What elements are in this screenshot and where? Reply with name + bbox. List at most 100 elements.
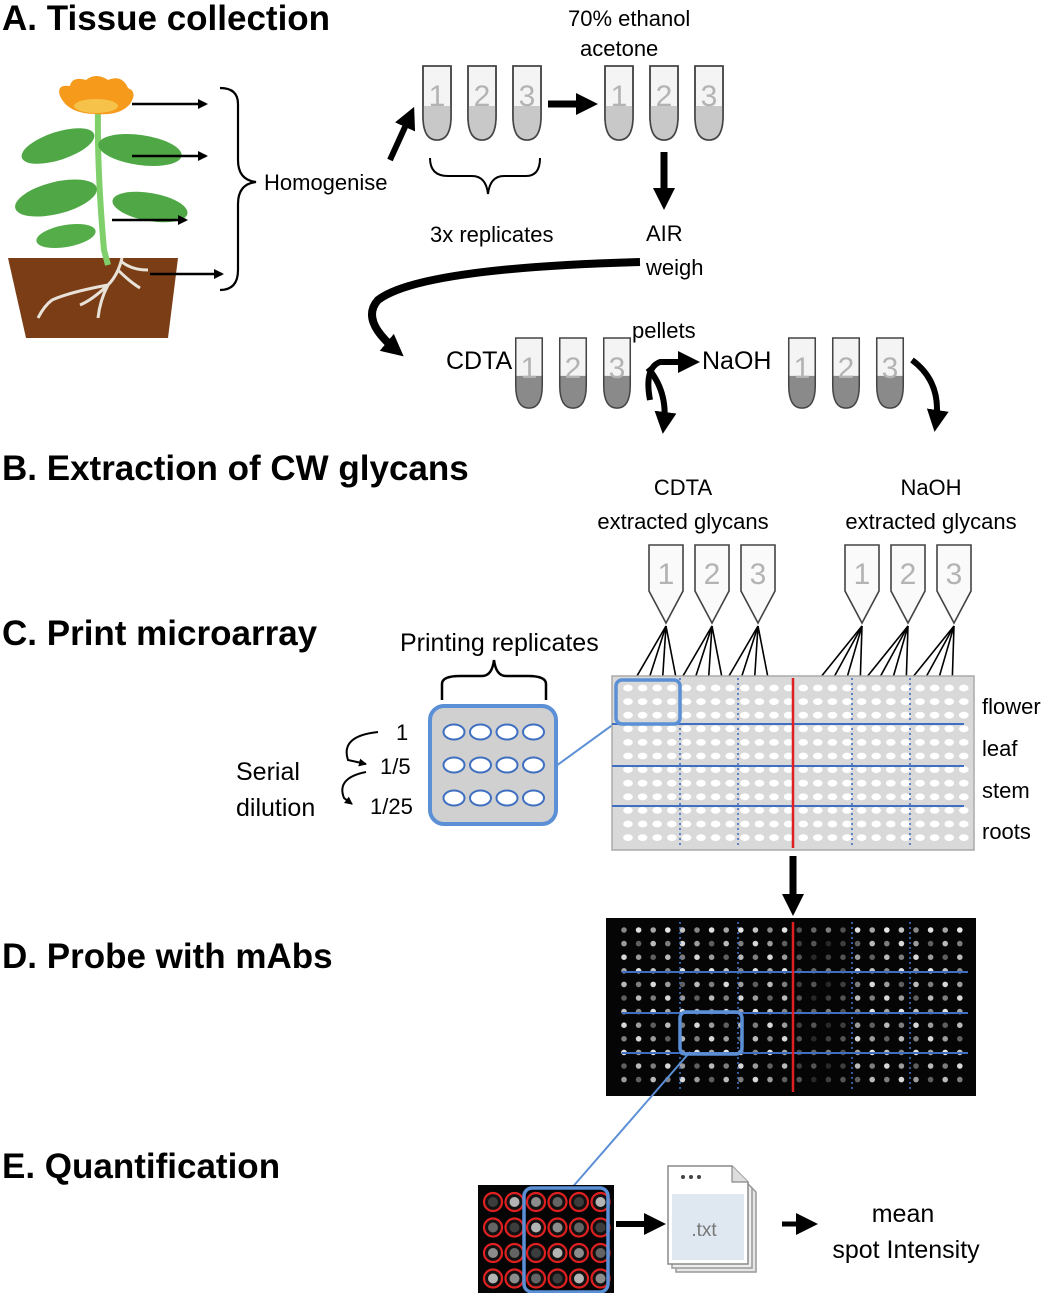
probed-spot <box>927 981 934 988</box>
array-spot <box>623 711 633 719</box>
array-spot <box>696 766 706 773</box>
probed-spot <box>621 1036 627 1042</box>
array-spot <box>842 779 852 787</box>
array-spot <box>871 698 881 705</box>
array-spot <box>959 725 969 733</box>
array-spot <box>710 807 721 814</box>
tube-number: 1 <box>794 352 811 385</box>
array-spot <box>886 834 896 841</box>
array-spot <box>827 793 838 801</box>
probed-spot <box>898 954 905 960</box>
array-spot <box>652 793 662 801</box>
probed-spot <box>957 1076 963 1083</box>
tube-number: 2 <box>704 558 721 591</box>
array-spot <box>900 820 911 828</box>
array-spot <box>623 820 633 828</box>
array-spot <box>827 820 838 828</box>
array-spot <box>681 807 692 814</box>
tube-number: 2 <box>474 80 491 113</box>
probed-spot <box>767 940 773 947</box>
array-spot <box>681 739 692 746</box>
array-spot <box>740 684 750 692</box>
probed-spot <box>738 940 744 947</box>
array-spot <box>769 752 779 760</box>
array-spot <box>827 766 838 773</box>
probed-spot <box>796 940 802 947</box>
probed-spot <box>723 1022 729 1028</box>
probed-spot <box>942 1076 948 1083</box>
quant-spot <box>595 1197 606 1207</box>
probed-spot <box>752 1036 759 1042</box>
array-spot <box>856 766 867 773</box>
tube-set-cdta: 1 2 3 <box>514 337 632 409</box>
probed-spot <box>840 1022 846 1028</box>
probed-spot <box>927 1036 934 1042</box>
array-spot <box>813 698 823 705</box>
array-spot <box>740 793 750 801</box>
probed-spot <box>825 1076 832 1083</box>
array-spot <box>769 725 779 733</box>
tube-number: 3 <box>519 80 536 113</box>
air-label: AIR <box>646 221 683 246</box>
probed-spot <box>811 1063 817 1069</box>
leaf-middle-left <box>15 179 97 217</box>
array-spot <box>886 752 896 760</box>
probed-spot <box>752 995 759 1001</box>
leaf-middle-right <box>112 191 188 223</box>
probed-spot <box>942 1036 948 1042</box>
array-spot <box>959 684 969 692</box>
probed-spot <box>781 954 788 960</box>
array-spot <box>754 820 765 828</box>
probed-spot <box>650 995 656 1001</box>
array-spot <box>856 834 867 841</box>
quant-spot <box>595 1273 606 1284</box>
quant-spot <box>509 1273 520 1284</box>
array-spot <box>681 779 692 787</box>
array-spot <box>959 698 969 705</box>
array-spot <box>856 711 867 719</box>
dilution-1-25: 1/25 <box>370 794 413 819</box>
quant-spot <box>552 1222 563 1233</box>
array-spot <box>871 820 881 828</box>
probed-spot <box>869 1036 875 1042</box>
array-spot <box>754 725 765 733</box>
array-spot <box>740 725 750 733</box>
array-spot <box>623 752 633 760</box>
array-spot <box>827 684 838 692</box>
array-spot <box>783 834 794 841</box>
probed-spot <box>679 995 686 1001</box>
array-spot <box>886 793 896 801</box>
dilution-1: 1 <box>396 720 408 745</box>
quant-spot <box>488 1197 498 1207</box>
probed-spot <box>811 927 817 933</box>
array-spot <box>827 779 838 787</box>
array-spot <box>827 725 838 733</box>
probed-spot <box>752 940 759 947</box>
probed-spot <box>650 940 656 947</box>
quant-spot <box>595 1248 606 1258</box>
array-spot <box>886 711 896 719</box>
probed-spot <box>884 1036 890 1042</box>
array-spot <box>798 834 808 841</box>
array-spot <box>725 766 735 773</box>
array-spot <box>944 725 954 733</box>
quant-spot <box>509 1222 520 1233</box>
array-spot <box>842 766 852 773</box>
array-spot <box>696 834 706 841</box>
tube-number: 1 <box>521 352 538 385</box>
probed-spot <box>884 954 890 960</box>
array-spot <box>856 725 867 733</box>
array-spot <box>915 725 925 733</box>
quant-spots <box>482 1191 611 1289</box>
array-spot <box>886 725 896 733</box>
array-spot <box>944 739 954 746</box>
probed-spot <box>942 954 948 960</box>
probed-spot <box>840 940 846 947</box>
array-spot <box>944 820 954 828</box>
array-spot <box>871 766 881 773</box>
tube-number: 3 <box>750 558 767 591</box>
probed-spot <box>767 1076 773 1083</box>
probed-spot <box>854 1036 861 1042</box>
array-spot <box>783 698 794 705</box>
array-spot <box>623 779 633 787</box>
